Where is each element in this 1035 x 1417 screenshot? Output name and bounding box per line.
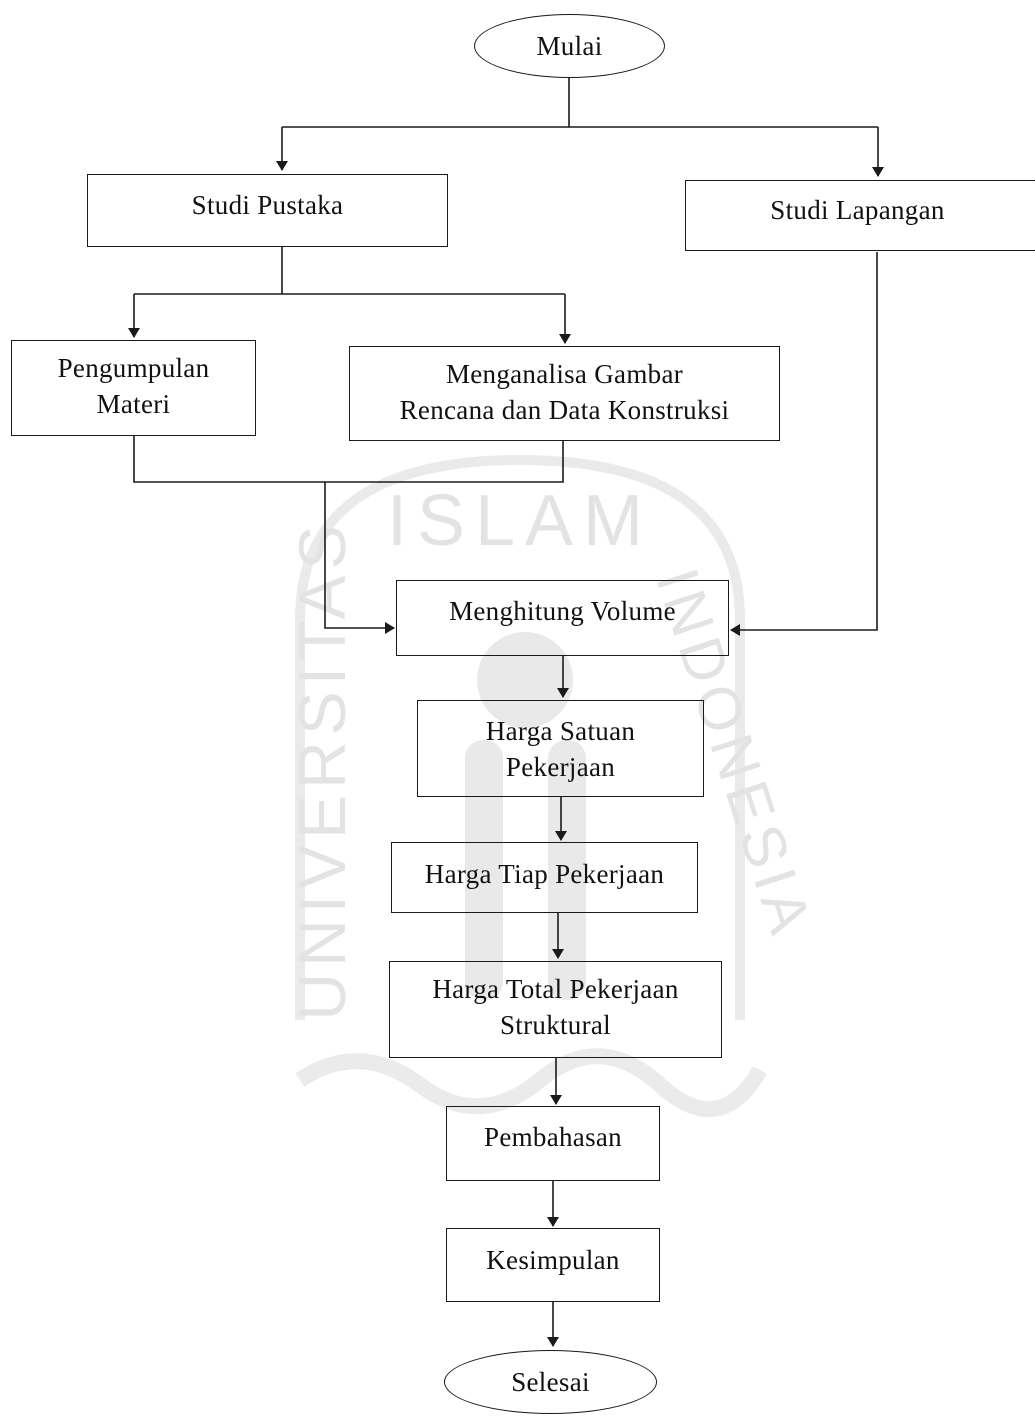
end-node: Selesai	[444, 1350, 657, 1414]
pembahasan-label: Pembahasan	[484, 1121, 622, 1152]
edge-pengumpulan-to-merge	[133, 435, 564, 483]
harga-total-node: Harga Total Pekerjaan Struktural	[389, 961, 722, 1058]
end-label: Selesai	[511, 1367, 590, 1397]
harga-satuan-node: Harga Satuan Pekerjaan	[417, 700, 704, 797]
edge-studi-lapangan-to-menghitung	[730, 252, 878, 636]
menganalisa-label: Menganalisa Gambar Rencana dan Data Kons…	[399, 358, 730, 425]
harga-total-label: Harga Total Pekerjaan Struktural	[432, 973, 679, 1040]
pengumpulan-materi-label: Pengumpulan Materi	[57, 353, 210, 419]
studi-lapangan-node: Studi Lapangan	[685, 180, 1035, 251]
edge-split-to-studi-pustaka	[282, 126, 878, 170]
studi-pustaka-label: Studi Pustaka	[191, 189, 344, 220]
menghitung-volume-label: Menghitung Volume	[449, 596, 676, 626]
menghitung-volume-node: Menghitung Volume	[396, 580, 729, 656]
pengumpulan-materi-node: Pengumpulan Materi	[11, 340, 256, 436]
menganalisa-node: Menganalisa Gambar Rencana dan Data Kons…	[349, 346, 780, 441]
pembahasan-node: Pembahasan	[446, 1106, 660, 1181]
harga-tiap-node: Harga Tiap Pekerjaan	[391, 842, 698, 913]
start-node: Mulai	[474, 14, 665, 78]
kesimpulan-node: Kesimpulan	[446, 1228, 660, 1302]
studi-lapangan-label: Studi Lapangan	[770, 194, 945, 225]
edge-split-to-pengumpulan	[134, 293, 565, 337]
harga-tiap-label: Harga Tiap Pekerjaan	[424, 858, 665, 889]
kesimpulan-label: Kesimpulan	[486, 1245, 620, 1275]
start-label: Mulai	[536, 31, 603, 61]
harga-satuan-label: Harga Satuan Pekerjaan	[485, 715, 636, 782]
edge-merge-to-menghitung	[324, 482, 395, 634]
studi-pustaka-node: Studi Pustaka	[87, 174, 448, 247]
